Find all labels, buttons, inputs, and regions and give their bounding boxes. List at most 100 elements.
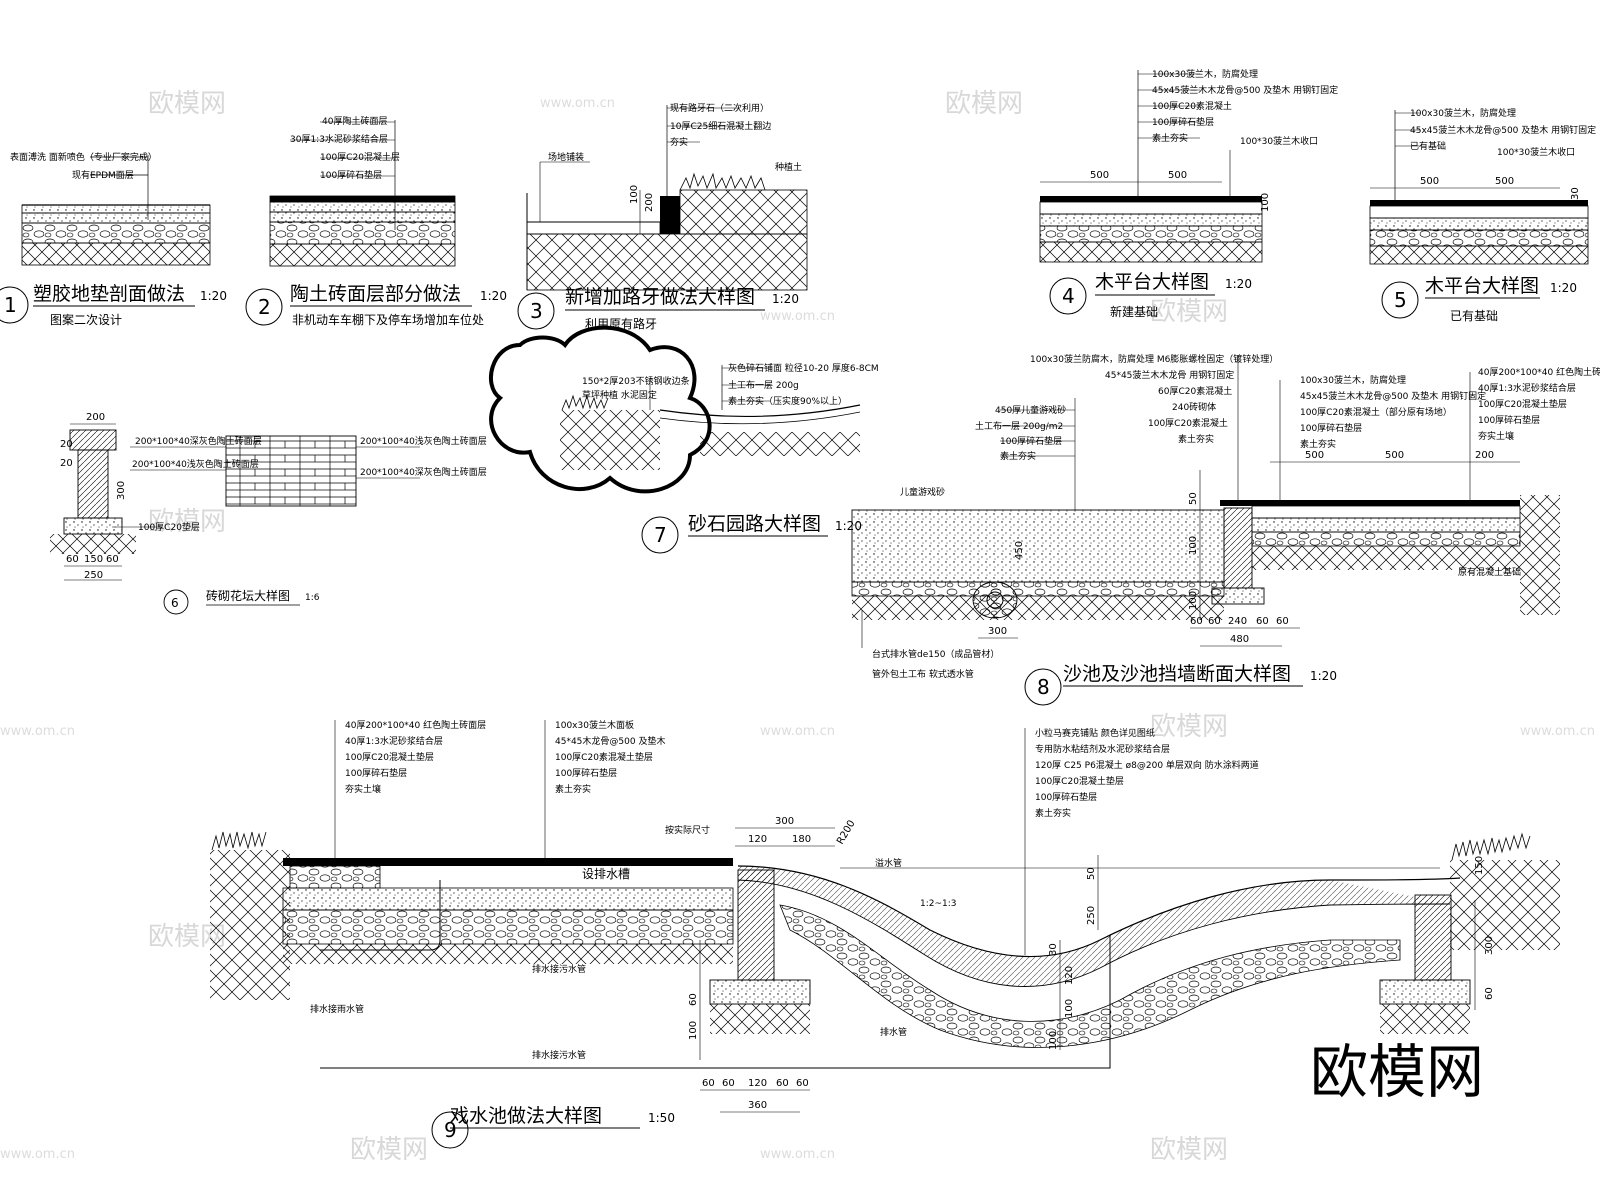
detail-3-note: 夯实 — [670, 136, 688, 148]
detail-4-note: 45x45菠兰木木龙骨@500 及垫木 用钢钉固定 — [1152, 84, 1338, 96]
detail-2-scale: 1:20 — [480, 289, 507, 303]
detail-8-note-left: 450厚儿童游戏砂 — [995, 404, 1066, 416]
detail-8-label: 原有混凝土基础 — [1458, 566, 1521, 578]
detail-8-note-left: 素土夯实 — [1000, 450, 1036, 462]
brand-logo: 欧模网 — [1310, 1038, 1484, 1106]
detail-6-number: 6 — [171, 596, 179, 610]
detail-6-dim: 60 — [106, 554, 119, 565]
detail-8-note-right-b: 100厚碎石垫层 — [1478, 414, 1540, 426]
detail-9-number: 9 — [444, 1118, 457, 1142]
detail-6-scale: 1:6 — [305, 593, 320, 603]
detail-4-subtitle: 新建基础 — [1110, 304, 1158, 319]
detail-5-title: 木平台大样图 — [1425, 275, 1539, 297]
detail-9-dim: 60 — [688, 993, 699, 1006]
detail-9-note-b: 100x30菠兰木面板 — [555, 719, 634, 731]
detail-9-dim: 100 — [688, 1021, 699, 1040]
detail-6-dim: 200 — [86, 412, 105, 423]
detail-7-gravel-path: 150*2厚203不锈钢收边条 草坪种植 水泥固定 灰色碎石铺面 粒径10-20… — [489, 325, 879, 554]
detail-4-note: 100厚碎石垫层 — [1152, 116, 1214, 128]
detail-9-dim: 300 — [775, 816, 794, 827]
detail-8-note-left: 100厚碎石垫层 — [1000, 435, 1062, 447]
detail-3-label: 场地铺装 — [548, 151, 584, 163]
detail-8-note-right-a: 100x30菠兰木，防腐处理 — [1300, 374, 1406, 386]
detail-4-note: 100x30菠兰木，防腐处理 — [1152, 68, 1258, 80]
detail-4-dim: 500 — [1090, 170, 1109, 181]
detail-9-note-a: 40厚1:3水泥砂浆结合层 — [345, 735, 443, 747]
detail-9-note-b: 100厚C20素混凝土垫层 — [555, 751, 653, 763]
detail-6-dim: 250 — [84, 570, 103, 581]
detail-8-note-right-a: 100厚C20素混凝土（部分原有场地） — [1300, 406, 1452, 418]
detail-9-note-b: 45*45木龙骨@500 及垫木 — [555, 735, 665, 747]
detail-9-note-c: 120厚 C25 P6混凝土 ø8@200 单层双向 防水涂料两道 — [1035, 759, 1259, 771]
detail-5-note: 100x30菠兰木，防腐处理 — [1410, 107, 1516, 119]
detail-3-label: 种植土 — [775, 161, 802, 173]
detail-3-curb-section: 现有路牙石（二次利用） 10厚C25细石混凝土翻边 夯实 场地铺装 种植土 10… — [517, 102, 808, 331]
detail-4-number: 4 — [1062, 284, 1075, 308]
detail-7-number: 7 — [654, 523, 667, 547]
detail-9-dim: 60 — [1484, 987, 1495, 1000]
detail-9-dim: 60 — [796, 1078, 809, 1089]
detail-7-note: 150*2厚203不锈钢收边条 — [582, 375, 690, 387]
detail-8-dim: 480 — [1230, 634, 1249, 645]
detail-1-note: 表面溥洗 面新喷色（专业厂家完成） — [10, 151, 157, 163]
detail-6-note: 200*100*40深灰色陶土砖面层 — [360, 466, 487, 478]
detail-6-note: 100厚C20垫层 — [138, 521, 200, 533]
watermark-url-text: www.om.cn — [1520, 724, 1595, 739]
detail-6-note: 200*100*40浅灰色陶土砖面层 — [360, 435, 487, 447]
detail-9-dim: 120 — [1064, 966, 1075, 985]
detail-1-subtitle: 图案二次设计 — [50, 312, 122, 327]
detail-7-note: 草坪种植 水泥固定 — [582, 389, 657, 401]
detail-8-note-right-a: 100厚碎石垫层 — [1300, 422, 1362, 434]
detail-7-note: 土工布一层 200g — [728, 379, 799, 391]
detail-8-note-mid: 100x30菠兰防腐木，防腐处理 M6膨胀螺栓固定（镀锌处理） — [1030, 353, 1278, 365]
detail-1-title: 塑胶地垫剖面做法 — [33, 283, 185, 305]
watermark-logo-text: 欧模网 — [1150, 1135, 1228, 1165]
detail-7-note: 灰色碎石铺面 粒径10-20 厚度6-8CM — [728, 362, 879, 374]
detail-8-dim: 100 — [1188, 591, 1199, 610]
watermark-logo-text: 欧模网 — [350, 1135, 428, 1165]
detail-1-scale: 1:20 — [200, 289, 227, 303]
detail-8-note-mid: 240砖砌体 — [1172, 401, 1216, 413]
detail-8-dim: 60 — [1190, 616, 1203, 627]
detail-8-label: 管外包土工布 软式透水管 — [872, 668, 974, 680]
detail-5-dim: 30 — [1570, 187, 1581, 200]
detail-8-label: 台式排水管de150（成品管材） — [872, 648, 999, 660]
detail-9-note-a: 100厚C20混凝土垫层 — [345, 751, 434, 763]
detail-8-dim: 60 — [1276, 616, 1289, 627]
detail-9-note-c: 小粒马赛克铺贴 颜色详见图纸 — [1035, 727, 1155, 739]
detail-8-note-mid: 60厚C20素混凝土 — [1158, 385, 1232, 397]
detail-2-note: 100厚碎石垫层 — [320, 169, 382, 181]
detail-9-dim: 100 — [1064, 999, 1075, 1018]
detail-9-dim: 100 — [1048, 1031, 1059, 1050]
detail-9-dim: 180 — [792, 834, 811, 845]
detail-9-note-b: 100厚碎石垫层 — [555, 767, 617, 779]
detail-9-dim: 300 — [1484, 936, 1495, 955]
detail-5-note: 45x45菠兰木木龙骨@500 及垫木 用钢钉固定 — [1410, 124, 1596, 136]
detail-9-splash-pool-section: 40厚200*100*40 红色陶土砖面层 40厚1:3水泥砂浆结合层 100厚… — [210, 719, 1560, 1149]
detail-8-dim: 100 — [1188, 536, 1199, 555]
detail-9-dim: 60 — [776, 1078, 789, 1089]
detail-5-dim: 500 — [1495, 176, 1514, 187]
detail-6-dim: 60 — [66, 554, 79, 565]
detail-3-dim: 200 — [644, 193, 655, 212]
detail-9-note-b: 素土夯实 — [555, 783, 591, 795]
detail-9-note-a: 100厚碎石垫层 — [345, 767, 407, 779]
detail-6-dim: 20 — [60, 458, 73, 469]
detail-8-note-right-a: 素土夯实 — [1300, 438, 1336, 450]
detail-8-note-mid: 100厚C20素混凝土 — [1148, 417, 1228, 429]
detail-8-dim: 200 — [1475, 450, 1494, 461]
detail-9-label: 排水接雨水管 — [310, 1003, 364, 1015]
detail-2-clay-brick-section: 40厚陶土砖面层 30厚1:3水泥砂浆结合层 100厚C20混凝土层 100厚碎… — [245, 115, 507, 327]
detail-8-label: 儿童游戏砂 — [900, 486, 945, 498]
detail-2-note: 100厚C20混凝土层 — [320, 151, 400, 163]
detail-9-label: 排水接污水管 — [532, 963, 586, 975]
watermark-logo-text: 欧模网 — [945, 89, 1023, 119]
detail-9-scale: 1:50 — [648, 1111, 675, 1125]
detail-3-scale: 1:20 — [772, 292, 799, 306]
detail-2-note: 30厚1:3水泥砂浆结合层 — [290, 133, 388, 145]
detail-9-dim: R200 — [835, 818, 858, 846]
detail-9-note-c: 100厚C20混凝土垫层 — [1035, 775, 1124, 787]
detail-1-number: 1 — [4, 293, 17, 317]
detail-8-title: 沙池及沙池挡墙断面大样图 — [1063, 663, 1291, 685]
detail-3-number: 3 — [530, 299, 543, 323]
